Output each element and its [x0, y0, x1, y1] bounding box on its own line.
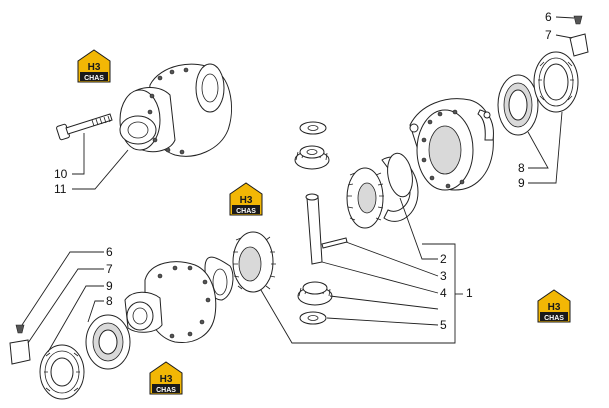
h3-badge: H3 CHAS — [149, 361, 183, 395]
h3-badge: H3 CHAS — [537, 289, 571, 323]
svg-text:H3: H3 — [240, 195, 253, 206]
h3-badge: H3 CHAS — [77, 49, 111, 83]
pinion-gear-bottom — [297, 281, 333, 306]
svg-text:CHAS: CHAS — [84, 75, 104, 82]
callout-5: 5 — [440, 318, 447, 332]
leader-line — [87, 300, 104, 323]
callout-1: 1 — [466, 286, 473, 300]
leader-line — [555, 34, 573, 39]
callout-8: 8 — [518, 161, 525, 175]
side-gear-right — [346, 167, 384, 229]
svg-text:H3: H3 — [548, 302, 561, 313]
roller-bearing-top — [497, 74, 539, 136]
callout-3: 3 — [440, 269, 447, 283]
leader-line — [527, 131, 549, 169]
svg-text:CHAS: CHAS — [544, 315, 564, 322]
callout-6: 6 — [545, 10, 552, 24]
pinion-gear-top — [294, 145, 330, 170]
leader-line — [21, 251, 104, 326]
differential-case-half — [409, 98, 494, 191]
h3-badge: H3 CHAS — [229, 182, 263, 216]
svg-text:CHAS: CHAS — [156, 387, 176, 394]
differential-case-half-left — [124, 261, 217, 344]
thrust-washer-right — [381, 152, 419, 222]
svg-text:CHAS: CHAS — [236, 208, 256, 215]
thrust-washer-bottom — [299, 311, 327, 325]
leader-line — [47, 285, 104, 353]
lock-pin — [321, 237, 348, 249]
roller-bearing-bottom — [85, 314, 131, 370]
leader-line — [399, 197, 438, 260]
adjusting-ring-top — [533, 51, 579, 113]
leader-line — [72, 149, 129, 190]
cross-shaft — [305, 193, 323, 265]
bolt-long — [56, 113, 113, 141]
side-gear-left — [232, 231, 276, 293]
callout-10: 10 — [54, 167, 68, 181]
lock-plate-top — [569, 15, 589, 57]
adjusting-ring-bottom — [39, 344, 85, 400]
leader-line — [528, 111, 563, 184]
leader-line — [555, 16, 575, 19]
callout-4: 4 — [440, 286, 447, 300]
leader-line — [27, 268, 104, 344]
callout-6: 6 — [106, 245, 113, 259]
leader-line — [72, 133, 85, 175]
differential-housing-assembled — [119, 63, 233, 157]
svg-text:H3: H3 — [88, 62, 101, 73]
leader-line — [321, 261, 439, 294]
svg-text:H3: H3 — [160, 374, 173, 385]
leader-line — [326, 317, 439, 326]
callout-8: 8 — [106, 294, 113, 308]
thrust-washer-top — [299, 121, 327, 135]
callout-7: 7 — [106, 262, 113, 276]
leader-line — [329, 295, 439, 310]
leader-line — [450, 243, 456, 344]
callout-9: 9 — [106, 279, 113, 293]
callout-2: 2 — [440, 252, 447, 266]
leader-line — [257, 284, 450, 344]
callout-7: 7 — [545, 28, 552, 42]
lock-plate-bottom — [9, 324, 31, 365]
callout-11: 11 — [54, 182, 67, 196]
callout-9: 9 — [518, 176, 525, 190]
leader-line — [345, 241, 439, 277]
